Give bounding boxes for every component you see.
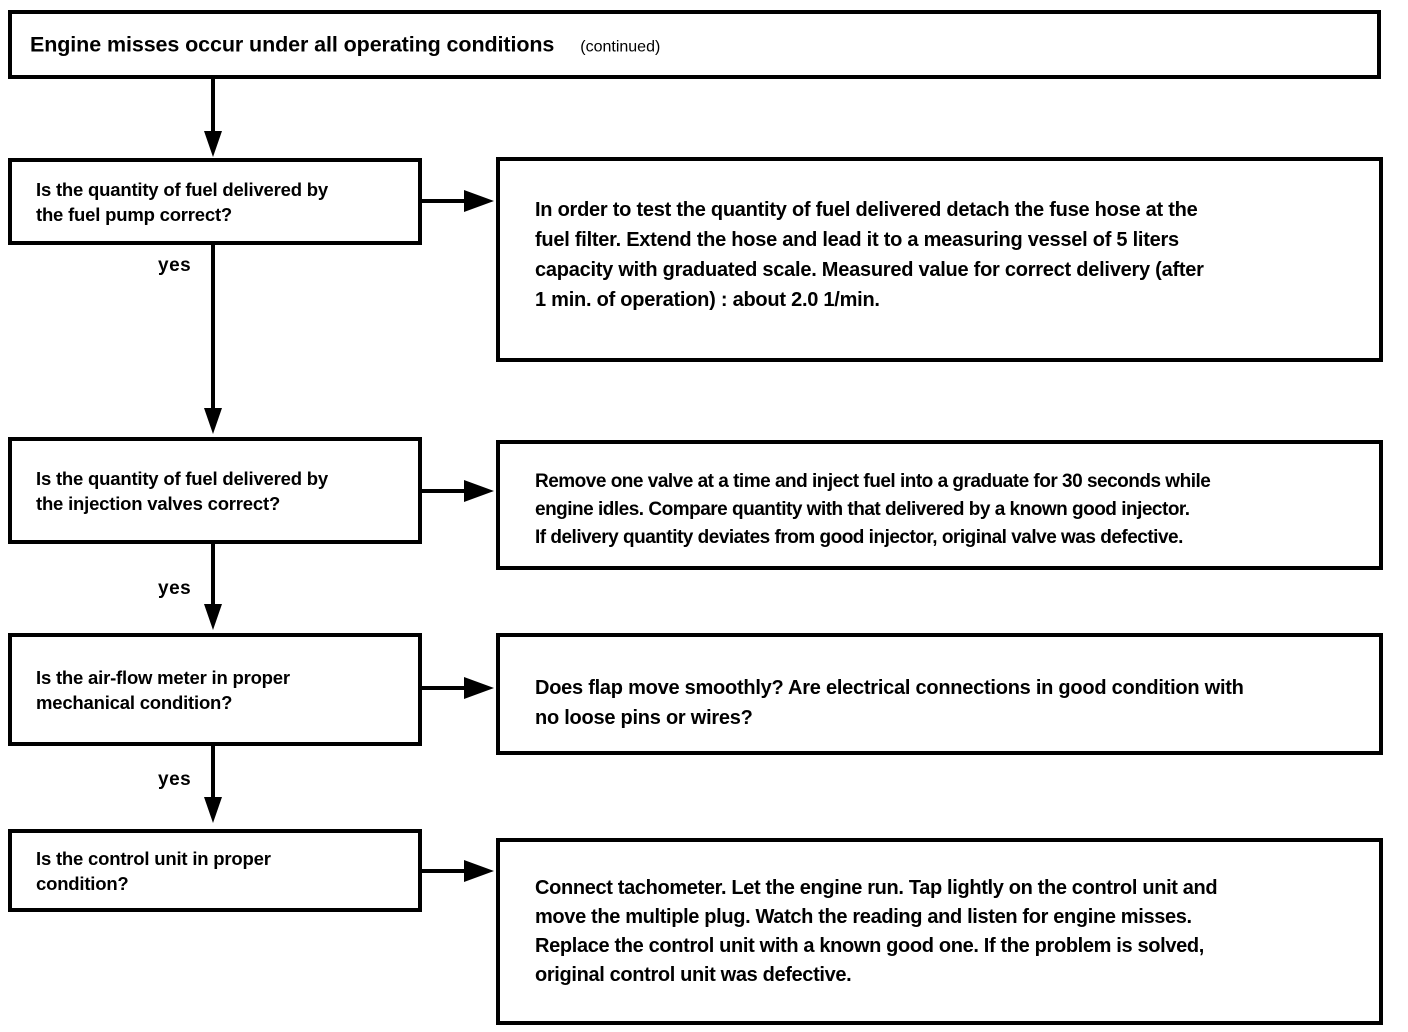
- arrowhead-q1-to-answer1: [464, 190, 494, 212]
- connector-q2-to-answer2: [422, 489, 477, 493]
- answer-box-2: Remove one valve at a time and inject fu…: [496, 440, 1383, 570]
- page-title-note: (continued): [580, 38, 661, 55]
- question-text-3: Is the air-flow meter in proper mechanic…: [36, 666, 290, 713]
- answer-text-3: Does flap move smoothly? Are electrical …: [535, 677, 1244, 729]
- edge-label-yes-3: yes: [158, 769, 192, 790]
- arrowhead-q2-to-q3: [204, 604, 222, 630]
- answer-box-3: Does flap move smoothly? Are electrical …: [496, 633, 1383, 755]
- title-line: Engine misses occur under all operating …: [30, 32, 660, 57]
- question-box-3[interactable]: Is the air-flow meter in proper mechanic…: [8, 633, 422, 746]
- question-text-4: Is the control unit in proper condition?: [36, 847, 271, 894]
- connector-title-to-q1: [211, 79, 215, 137]
- answer-box-4: Connect tachometer. Let the engine run. …: [496, 838, 1383, 1025]
- answer-text-2: Remove one valve at a time and inject fu…: [535, 471, 1211, 548]
- arrowhead-q1-to-q2: [204, 408, 222, 434]
- connector-q2-to-q3: [211, 544, 215, 607]
- answer-text-4: Connect tachometer. Let the engine run. …: [535, 877, 1218, 986]
- page-title: Engine misses occur under all operating …: [30, 32, 555, 56]
- question-text-2: Is the quantity of fuel delivered by the…: [36, 467, 328, 514]
- connector-q4-to-answer4: [422, 869, 477, 873]
- arrowhead-title-to-q1: [204, 131, 222, 157]
- arrowhead-q3-to-q4: [204, 797, 222, 823]
- question-box-2[interactable]: Is the quantity of fuel delivered by the…: [8, 437, 422, 544]
- answer-text-1: In order to test the quantity of fuel de…: [535, 199, 1204, 311]
- connector-q3-to-answer3: [422, 686, 477, 690]
- connector-q3-to-q4: [211, 746, 215, 804]
- question-box-4[interactable]: Is the control unit in proper condition?: [8, 829, 422, 912]
- flowchart-title-box: Engine misses occur under all operating …: [8, 10, 1381, 79]
- edge-label-yes-1: yes: [158, 255, 192, 276]
- question-text-1: Is the quantity of fuel delivered by the…: [36, 178, 328, 225]
- arrowhead-q3-to-answer3: [464, 677, 494, 699]
- arrowhead-q4-to-answer4: [464, 860, 494, 882]
- edge-label-yes-2: yes: [158, 578, 192, 599]
- arrowhead-q2-to-answer2: [464, 480, 494, 502]
- answer-box-1: In order to test the quantity of fuel de…: [496, 157, 1383, 362]
- connector-q1-to-answer1: [422, 199, 477, 203]
- connector-q1-to-q2: [211, 245, 215, 412]
- question-box-1[interactable]: Is the quantity of fuel delivered by the…: [8, 158, 422, 245]
